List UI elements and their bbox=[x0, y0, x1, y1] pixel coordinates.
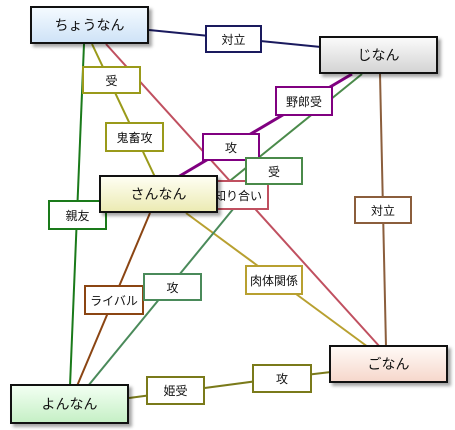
edge-label-chonan-sannan-uke: 受 bbox=[82, 66, 141, 94]
edge-label-jinan-sannan-yaro: 野郎受 bbox=[275, 86, 333, 116]
node-sannan[interactable]: さんなん bbox=[99, 175, 218, 213]
edge-label-yonnan-gonan-seme: 攻 bbox=[252, 364, 312, 393]
edge-label-chonan-jinan: 対立 bbox=[205, 25, 262, 53]
node-chonan[interactable]: ちょうなん bbox=[30, 6, 149, 44]
edge-label-jinan-yonnan: 攻 bbox=[143, 273, 202, 301]
edge-label-chonan-sannan-kichiku: 鬼畜攻 bbox=[105, 122, 164, 152]
edge-line-jinan-sannan-green bbox=[209, 73, 363, 198]
edge-label-yonnan-gonan-himeuke: 姫受 bbox=[146, 376, 205, 405]
node-yonnan[interactable]: よんなん bbox=[10, 384, 129, 424]
edge-label-sannan-yonnan: ライバル bbox=[84, 285, 144, 315]
edge-label-sannan-gonan: 肉体関係 bbox=[245, 265, 303, 295]
edge-label-chonan-yonnan: 親友 bbox=[48, 200, 107, 230]
edge-label-jinan-gonan: 対立 bbox=[354, 196, 412, 224]
edge-label-jinan-sannan-seme: 攻 bbox=[202, 133, 260, 161]
edge-label-jinan-sannan-uke: 受 bbox=[245, 157, 303, 185]
node-jinan[interactable]: じなん bbox=[319, 36, 438, 74]
node-gonan[interactable]: ごなん bbox=[329, 345, 448, 383]
